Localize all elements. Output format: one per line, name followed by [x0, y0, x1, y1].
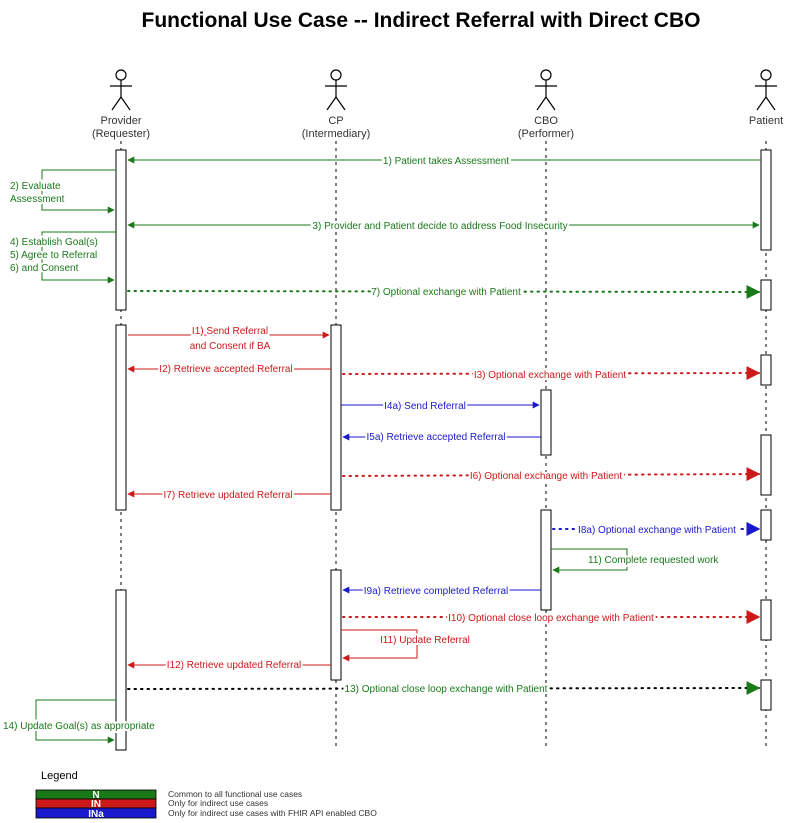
message-label: I8a) Optional exchange with Patient: [578, 525, 736, 536]
patient-actor-icon: [755, 69, 777, 111]
provider-role: (Requester): [92, 128, 150, 140]
self-message-arrow: [41, 169, 116, 214]
cp-role: (Intermediary): [302, 128, 370, 140]
legend-description: Only for indirect use cases: [168, 798, 268, 808]
patient-activation: [760, 434, 772, 496]
cp-name: CP: [328, 115, 343, 127]
optional-message-arrow: [127, 284, 761, 299]
message-label: I7) Retrieve updated Referral: [164, 490, 293, 501]
cp-activation: [330, 324, 342, 511]
optional-message-arrow: [342, 366, 761, 381]
cbo-actor-icon: [535, 69, 557, 111]
patient-activation: [760, 679, 772, 711]
message-label: 1) Patient takes Assessment: [383, 156, 509, 167]
legend-code: IN: [91, 799, 101, 810]
message-label: Assessment: [10, 194, 65, 205]
message-label: 5) Agree to Referral: [10, 250, 97, 261]
message-label: I6) Optional exchange with Patient: [470, 471, 623, 482]
patient-activation: [760, 599, 772, 641]
self-message-arrow: [41, 231, 116, 284]
message-label: and Consent if BA: [190, 341, 271, 352]
message-label: 6) and Consent: [10, 263, 79, 274]
message-label: I11) Update Referral: [380, 635, 470, 646]
message-label: I5a) Retrieve accepted Referral: [367, 432, 506, 443]
patient-activation: [760, 354, 772, 386]
optional-message-arrow: [127, 681, 761, 696]
optional-message-arrow: [342, 467, 761, 482]
provider-activation: [115, 324, 127, 511]
cbo-activation: [540, 389, 552, 456]
provider-activation: [115, 149, 127, 311]
cbo-activation: [540, 509, 552, 611]
legend: Legend N Common to all functional use ca…: [35, 770, 377, 820]
legend-swatch-ina: [35, 807, 157, 819]
message-label: 3) Provider and Patient decide to addres…: [312, 221, 567, 232]
message-label: I9a) Retrieve completed Referral: [364, 586, 509, 597]
message-label: 2) Evaluate: [10, 181, 61, 192]
message-label: I4a) Send Referral: [384, 401, 466, 412]
legend-description: Only for indirect use cases with FHIR AP…: [168, 808, 377, 818]
patient-activation: [760, 279, 772, 311]
legend-code: INa: [88, 809, 104, 820]
message-label: 13) Optional close loop exchange with Pa…: [345, 684, 548, 695]
cp-activation: [330, 569, 342, 681]
legend-title: Legend: [41, 770, 78, 782]
message-label: 14) Update Goal(s) as appropriate: [3, 721, 155, 732]
message-label: I12) Retrieve updated Referral: [167, 660, 302, 671]
cp-actor-icon: [325, 69, 347, 111]
legend-code: N: [92, 790, 99, 801]
provider-activation: [115, 589, 127, 751]
message-label: I3) Optional exchange with Patient: [474, 370, 627, 381]
message-label: I2) Retrieve accepted Referral: [159, 364, 292, 375]
self-message-arrow: [551, 548, 628, 574]
legend-description: Common to all functional use cases: [168, 789, 302, 799]
diagram-title: Functional Use Case -- Indirect Referral…: [142, 9, 701, 32]
patient-name: Patient: [749, 115, 783, 127]
patient-activation: [760, 509, 772, 541]
message-label: 7) Optional exchange with Patient: [371, 287, 521, 298]
self-message-arrow: [35, 699, 116, 744]
patient-activation: [760, 149, 772, 251]
cbo-name: CBO: [534, 115, 558, 127]
message-label: 11) Complete requested work: [588, 555, 719, 566]
message-label: I10) Optional close loop exchange with P…: [448, 613, 654, 624]
provider-name: Provider: [101, 115, 142, 127]
provider-actor-icon: [110, 69, 132, 111]
cbo-role: (Performer): [518, 128, 574, 140]
message-label: I1) Send Referral: [192, 326, 268, 337]
self-message-arrow: [341, 629, 418, 662]
message-label: 4) Establish Goal(s): [10, 237, 98, 248]
